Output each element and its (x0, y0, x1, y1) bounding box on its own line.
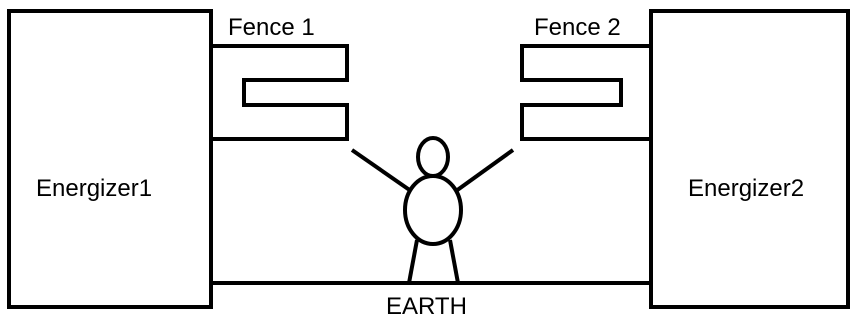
person-right-arm (454, 148, 515, 193)
energizer1-label: Energizer1 (36, 175, 153, 202)
person-left-leg (407, 239, 419, 284)
earth-label: EARTH (386, 293, 467, 320)
fence2-conductor (520, 44, 651, 141)
person-left-arm (350, 148, 413, 193)
energizer2-box (649, 9, 850, 309)
person-body (403, 174, 463, 246)
energizer2-label: Energizer2 (688, 175, 805, 202)
person-head (416, 136, 450, 178)
person-right-leg (448, 239, 460, 284)
fence2-label: Fence 2 (534, 14, 621, 41)
fence1-label: Fence 1 (228, 14, 315, 41)
fence1-conductor (211, 44, 349, 141)
energizer1-box (7, 9, 213, 309)
